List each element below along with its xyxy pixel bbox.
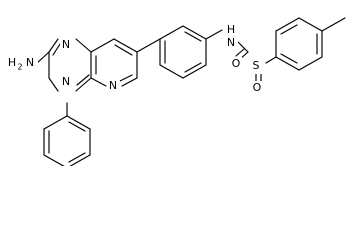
bond-aryl-e — [159, 64, 184, 79]
bond-tolyl-c — [298, 17, 323, 32]
ring-nitrogen-bottom: N — [62, 75, 70, 88]
pyridine-nitrogen: N — [109, 79, 117, 92]
bond-s-o-top-double — [235, 48, 245, 57]
ring-nitrogen-top: N — [62, 38, 70, 51]
sulfur-label: S — [250, 58, 263, 74]
bond-tolyl-inner-1 — [280, 24, 298, 35]
oxygen-bottom: O — [253, 81, 262, 94]
oxygen-bottom-label: O — [251, 81, 264, 95]
bond-phenyl-inner-2 — [68, 152, 86, 163]
atom-labels: H 2 N N N N H N S O — [5, 22, 264, 95]
amine-group: H 2 N — [5, 55, 38, 72]
bond-c4-n3-double — [76, 74, 90, 86]
bond-phenyl-d — [43, 154, 65, 166]
bond-nh-s — [237, 41, 249, 53]
bond-aryl-a — [159, 25, 184, 40]
bond-n1-c2-double — [52, 43, 61, 56]
amine-nitrogen: N — [26, 56, 34, 69]
bond-tolyl-inner-3 — [280, 53, 298, 64]
bond-c8a-n1 — [75, 38, 92, 53]
molecule-structure: H 2 N N N N H N S O — [5, 17, 346, 166]
bond-c6-n5-double — [119, 74, 133, 82]
bond-tolyl-f — [275, 56, 300, 71]
sulfur-atom: S — [253, 59, 260, 72]
bond-n3-c4 — [48, 77, 59, 92]
bond-aryl-inner-1 — [184, 31, 202, 42]
oxygen-top: O — [232, 57, 241, 70]
bond-aryl-inner-2 — [184, 62, 202, 73]
ring-nitrogen-top-label: N — [60, 38, 72, 52]
bond-c8a-c8 — [90, 38, 115, 53]
bond-n5-c4a — [90, 77, 107, 87]
sulfonamide-nh-label: H N — [223, 22, 238, 51]
bond-n1-c2 — [48, 38, 59, 53]
bond-phenyl-f — [43, 115, 68, 130]
amine-hydrogen-count: 2 — [17, 63, 22, 72]
bond-tolyl-e — [298, 56, 323, 71]
bond-s-tolyl — [265, 56, 277, 64]
oxygen-top-label: O — [230, 57, 242, 71]
bond-c6-n5 — [121, 77, 138, 87]
bond-phenyl-inner-1 — [68, 121, 86, 132]
bond-aryl-nh — [205, 29, 223, 40]
bond-phenyl-a — [66, 115, 91, 130]
bond-network — [35, 17, 346, 166]
bond-c8-c7-double — [114, 44, 133, 56]
bond-c2-nh2 — [35, 51, 50, 65]
bond-tolyl-b — [275, 17, 300, 32]
bond-phenyl-c — [69, 154, 91, 166]
bond-tolyl-methyl — [321, 17, 346, 32]
bond-c6-aryl — [136, 38, 161, 53]
pyridine-nitrogen-label: N — [107, 79, 120, 93]
bond-aryl-d — [182, 64, 207, 79]
ring-nitrogen-bottom-label: N — [60, 75, 72, 89]
sulfonamide-nitrogen: N — [227, 36, 235, 49]
amine-hydrogen: H — [8, 56, 16, 69]
bond-aryl-b — [182, 25, 207, 40]
sulfonamide-hydrogen: H — [227, 23, 235, 36]
bond-c8-c7 — [113, 38, 138, 53]
bond-c4-c4a — [75, 77, 92, 92]
